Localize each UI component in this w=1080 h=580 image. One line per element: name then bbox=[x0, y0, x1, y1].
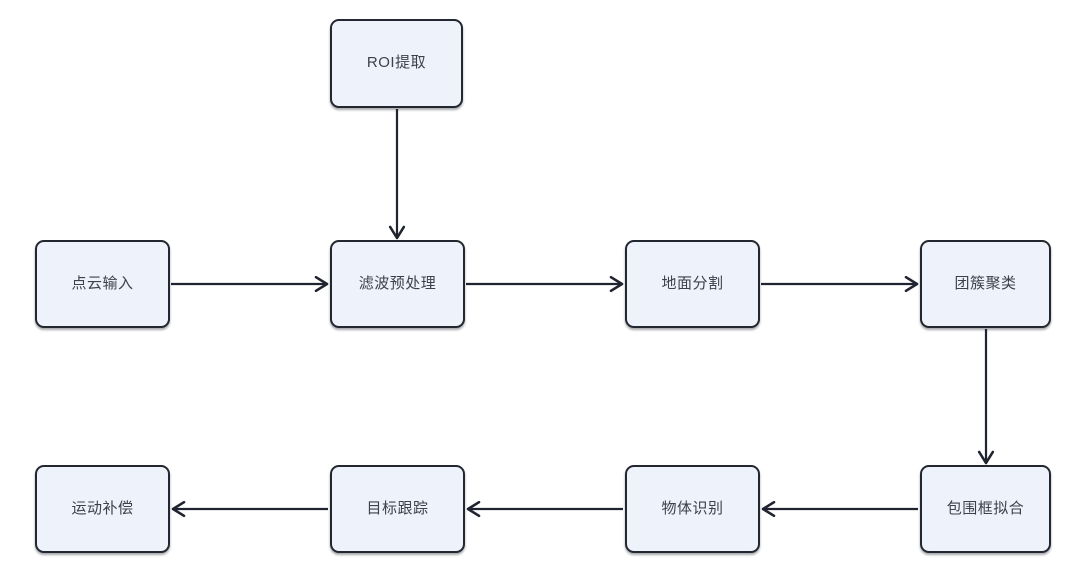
node-label-track: 目标跟踪 bbox=[366, 499, 429, 517]
node-recognize[interactable]: 物体识别 bbox=[625, 465, 760, 553]
edge-cluster-bbox bbox=[977, 329, 995, 465]
node-ground[interactable]: 地面分割 bbox=[625, 240, 760, 328]
node-roi[interactable]: ROI提取 bbox=[330, 19, 463, 108]
node-compensate[interactable]: 运动补偿 bbox=[35, 465, 170, 553]
node-label-bbox: 包围框拟合 bbox=[946, 499, 1025, 517]
node-cluster[interactable]: 团簇聚类 bbox=[920, 240, 1051, 328]
node-filter[interactable]: 滤波预处理 bbox=[330, 240, 465, 328]
node-label-recognize: 物体识别 bbox=[661, 499, 724, 517]
node-label-cluster: 团簇聚类 bbox=[954, 274, 1017, 292]
edge-recognize-track bbox=[466, 500, 623, 518]
node-bbox[interactable]: 包围框拟合 bbox=[920, 465, 1051, 553]
node-label-compensate: 运动补偿 bbox=[71, 499, 134, 517]
node-label-filter: 滤波预处理 bbox=[358, 274, 437, 292]
edge-roi-filter bbox=[388, 109, 406, 240]
node-label-roi: ROI提取 bbox=[366, 54, 427, 72]
edge-input-filter bbox=[171, 275, 329, 293]
edge-bbox-recognize bbox=[761, 500, 918, 518]
edge-filter-ground bbox=[466, 275, 624, 293]
edge-ground-cluster bbox=[761, 275, 919, 293]
node-label-ground: 地面分割 bbox=[661, 274, 724, 292]
edge-track-compensate bbox=[171, 500, 328, 518]
node-track[interactable]: 目标跟踪 bbox=[330, 465, 465, 553]
node-label-input: 点云输入 bbox=[71, 274, 134, 292]
node-input[interactable]: 点云输入 bbox=[35, 240, 170, 328]
